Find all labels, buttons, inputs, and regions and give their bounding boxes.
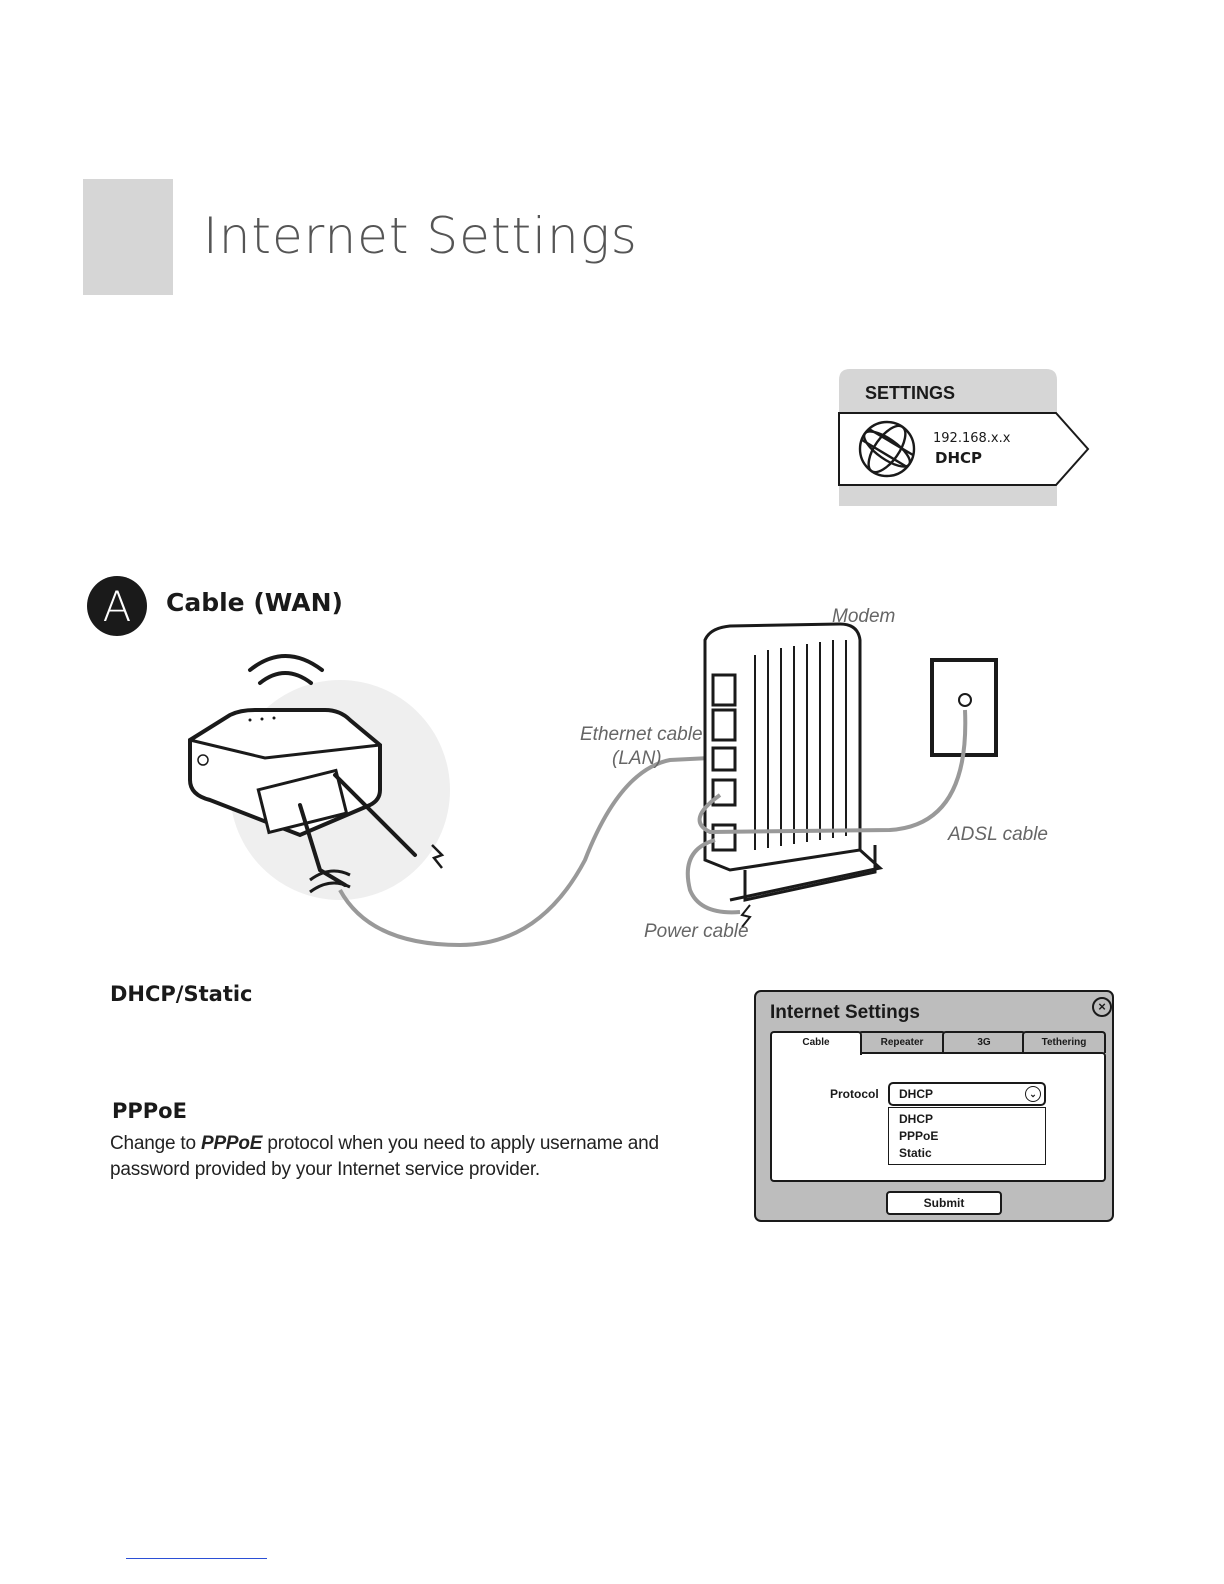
- protocol-select[interactable]: DHCP ⌄: [888, 1082, 1046, 1106]
- wan-cable-plug: [298, 803, 347, 887]
- pppoe-desc-after: protocol when you need to apply username…: [110, 1133, 659, 1180]
- router-icon: [188, 708, 382, 838]
- power-bolt-icon: [740, 904, 752, 928]
- power-label: Power cable: [644, 921, 749, 942]
- dialog-title: Internet Settings: [770, 1002, 920, 1023]
- router-power-bolt-icon: [431, 844, 445, 869]
- modem-vents: [754, 640, 847, 850]
- connection-diagram: Modem Ethernet cable (LAN) ADSL cable Po…: [188, 606, 1048, 948]
- protocol-option-pppoe[interactable]: PPPoE: [899, 1129, 939, 1143]
- router-power-plug: [333, 773, 417, 857]
- dhcp-static-heading: DHCP/Static: [110, 982, 253, 1006]
- protocol-option-dhcp[interactable]: DHCP: [899, 1112, 934, 1126]
- protocol-selected-value: DHCP: [899, 1087, 934, 1101]
- section-title: Cable (WAN): [166, 588, 343, 617]
- settings-ip: 192.168.x.x: [933, 431, 1011, 446]
- tab-3g[interactable]: 3G: [942, 1031, 1026, 1053]
- header-accent-block: [83, 179, 173, 295]
- adsl-cable: [697, 709, 968, 835]
- page-title: Internet Settings: [203, 207, 638, 265]
- power-cable: [685, 838, 741, 915]
- ethernet-label-2: (LAN): [612, 748, 662, 769]
- tab-repeater[interactable]: Repeater: [858, 1031, 946, 1053]
- modem-label: Modem: [832, 606, 895, 627]
- pppoe-desc-before: Change to: [110, 1133, 201, 1154]
- protocol-label: Protocol: [830, 1087, 879, 1101]
- footer-link-underline: [126, 1558, 267, 1559]
- pppoe-heading: PPPoE: [112, 1099, 187, 1123]
- wifi-icon: [248, 654, 324, 685]
- settings-tile: SETTINGS 192.168.x.x DHCP: [838, 369, 1090, 506]
- cable-tab-panel: Protocol DHCP ⌄ DHCP PPPoE Static: [770, 1052, 1106, 1182]
- adsl-label: ADSL cable: [947, 824, 1048, 845]
- internet-settings-dialog: Internet Settings × Repeater 3G Tetherin…: [754, 990, 1114, 1222]
- protocol-dropdown-list: DHCP PPPoE Static: [888, 1107, 1046, 1165]
- submit-button[interactable]: Submit: [886, 1191, 1002, 1215]
- cable-break-mark: [309, 869, 351, 894]
- ethernet-cable: [338, 756, 711, 948]
- section-badge: A: [87, 576, 147, 636]
- protocol-option-static[interactable]: Static: [899, 1146, 932, 1160]
- settings-heading: SETTINGS: [865, 383, 955, 403]
- chevron-down-icon: ⌄: [1025, 1086, 1041, 1102]
- tab-tethering[interactable]: Tethering: [1022, 1031, 1106, 1053]
- ethernet-label-1: Ethernet cable: [580, 724, 703, 745]
- pppoe-desc-bold: PPPoE: [200, 1133, 263, 1154]
- close-icon[interactable]: ×: [1092, 997, 1112, 1017]
- globe-icon: [858, 420, 916, 478]
- settings-mode: DHCP: [935, 449, 982, 467]
- pppoe-description: Change to PPPoE protocol when you need t…: [110, 1131, 670, 1183]
- tab-cable[interactable]: Cable: [770, 1031, 862, 1055]
- modem-icon: [703, 622, 884, 902]
